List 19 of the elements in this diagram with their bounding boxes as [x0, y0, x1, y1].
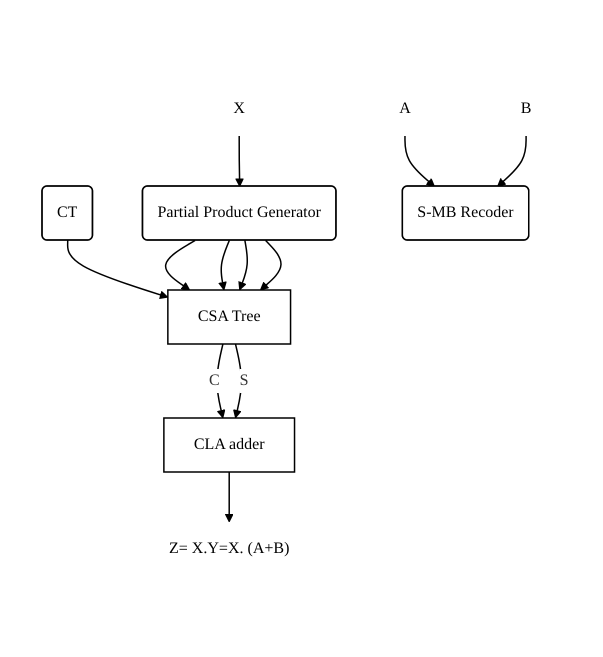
node-text: X [233, 100, 245, 116]
arrow [238, 240, 248, 290]
node-text: A [398, 100, 411, 116]
arrow [404, 136, 435, 186]
arrow [232, 343, 242, 418]
edge-label: S [239, 372, 248, 388]
node-text: Z= X.Y=X. (A+B) [168, 540, 290, 556]
node-text: B [520, 100, 532, 116]
arrow [260, 239, 282, 290]
arrow [66, 240, 168, 299]
arrow [224, 472, 234, 522]
arrow [496, 136, 527, 186]
node-box: CSA Tree [166, 288, 292, 344]
arrow [218, 240, 230, 290]
arrow [234, 136, 244, 186]
node-box: CLA adder [162, 416, 296, 472]
arrow [164, 239, 196, 290]
arrow [216, 343, 226, 418]
edge-label: C [208, 372, 220, 388]
